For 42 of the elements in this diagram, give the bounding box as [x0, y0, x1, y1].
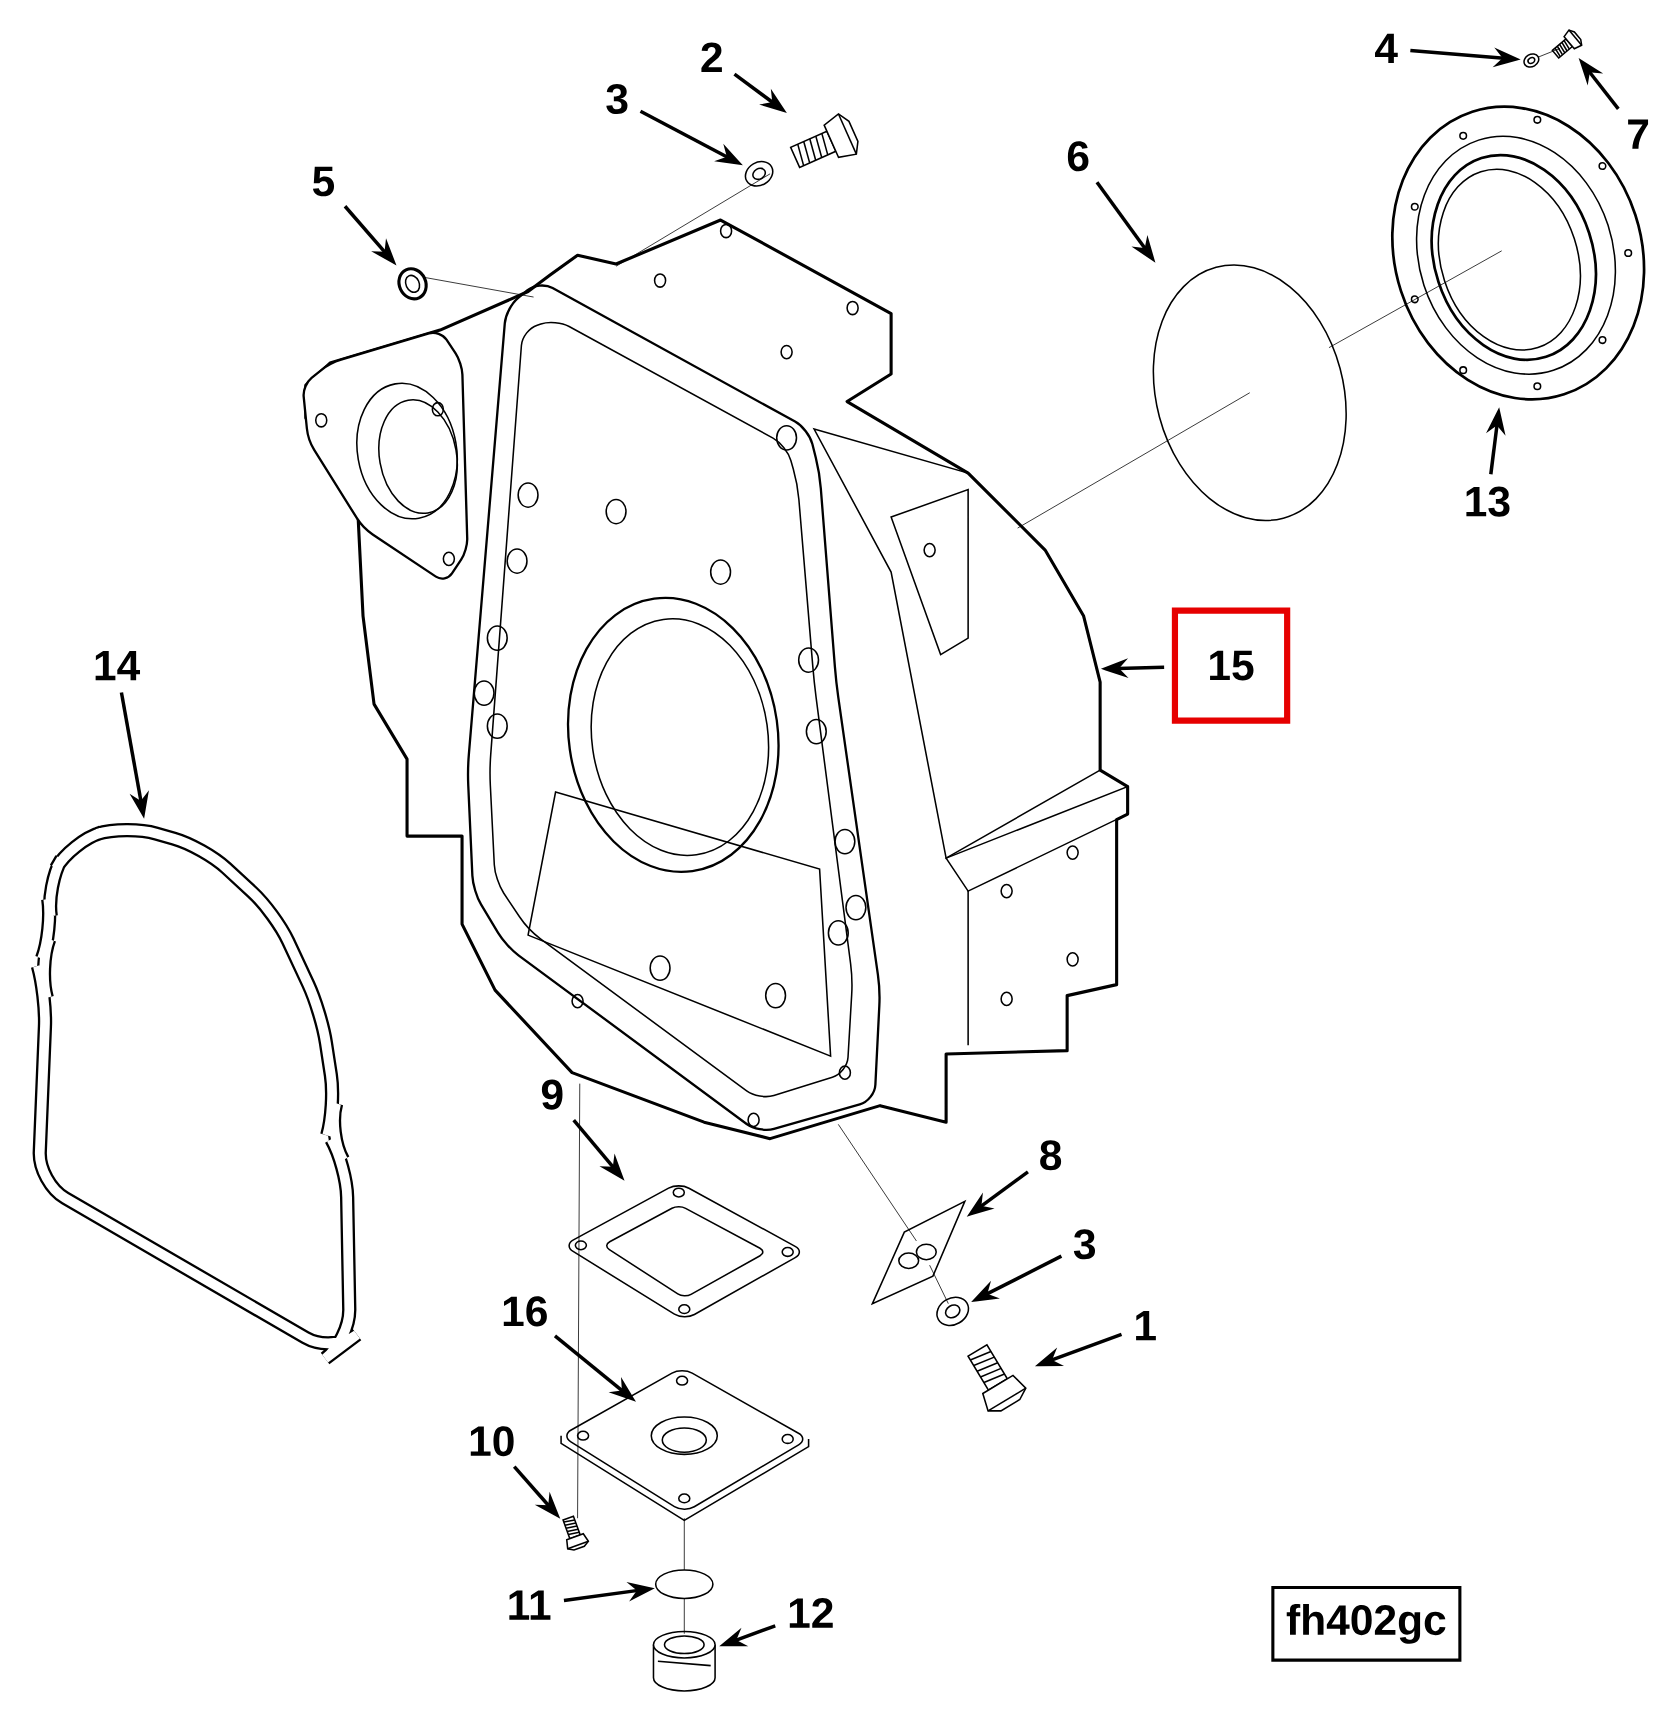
assembly-line — [1017, 392, 1251, 529]
assembly-line — [615, 173, 771, 267]
washer-drawing — [936, 1296, 970, 1327]
callout-number: 13 — [1466, 486, 1510, 517]
callout-number: 4 — [1375, 33, 1398, 64]
highlighted-callout: 15 — [1171, 607, 1291, 724]
washer-drawing — [744, 160, 774, 187]
gasket-drawing — [1152, 264, 1347, 522]
plate-drawing — [560, 1370, 810, 1522]
callout-number: 3 — [606, 83, 628, 115]
assembly-line — [1328, 250, 1503, 349]
callout-number: 6 — [1067, 141, 1089, 172]
housing-drawing — [302, 218, 1130, 1141]
assembly-line — [423, 276, 534, 298]
callout-number: 3 — [1073, 1229, 1096, 1260]
plug-drawing — [652, 1630, 716, 1692]
assembly-line — [837, 1123, 917, 1242]
seal-drawing — [397, 267, 428, 301]
drawing-code-box: fh402gc — [1271, 1585, 1462, 1662]
assembly-line — [577, 1083, 581, 1519]
callout-number: 14 — [95, 651, 141, 681]
assembly-line — [929, 1264, 949, 1305]
callout-number: 8 — [1040, 1140, 1062, 1171]
assembly-line — [1537, 48, 1561, 58]
o-ring-drawing — [654, 1569, 714, 1600]
assembly-line — [683, 1598, 685, 1635]
callout-number: 1 — [1136, 1311, 1156, 1341]
callout-number: 16 — [503, 1296, 547, 1327]
washer-drawing — [1523, 53, 1540, 68]
callout-number: 7 — [1628, 119, 1649, 149]
callout-number: 2 — [701, 42, 722, 73]
screw-drawing — [562, 1515, 590, 1551]
seal-drawing — [1391, 105, 1646, 401]
gasket-drawing — [568, 1185, 801, 1318]
callout-number: 9 — [541, 1079, 563, 1110]
callout-number: 11 — [509, 1590, 551, 1620]
callout-number: 5 — [313, 166, 335, 197]
callout-number: 12 — [789, 1598, 833, 1628]
bolt-drawing — [967, 1343, 1027, 1412]
callout-number: 10 — [470, 1426, 514, 1457]
assembly-line — [683, 1517, 685, 1571]
bolt-drawing — [789, 113, 859, 169]
